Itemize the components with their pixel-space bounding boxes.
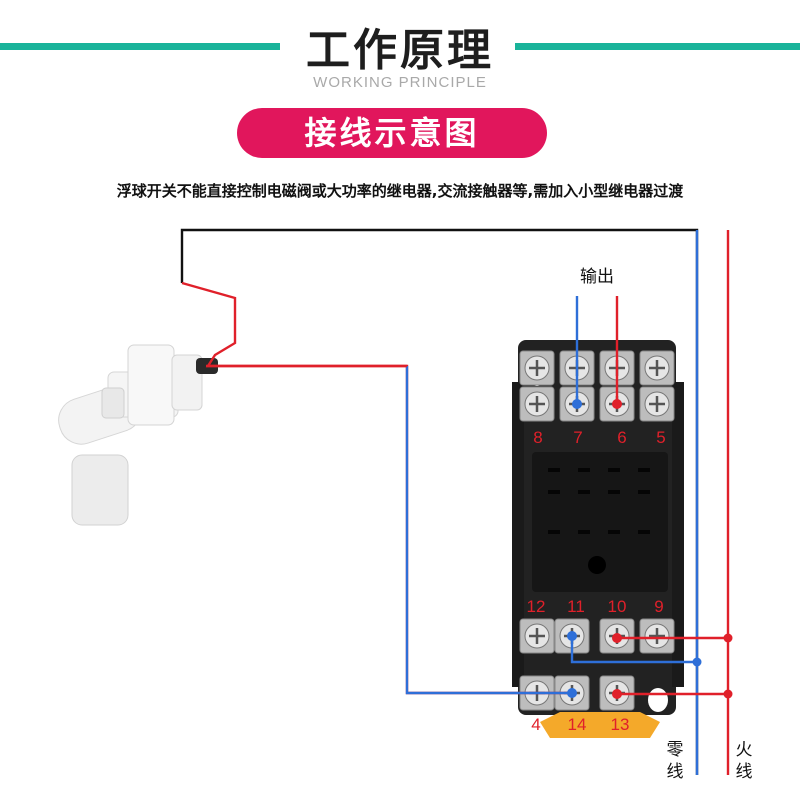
terminal-label-5: 5 bbox=[656, 428, 665, 447]
terminal-label-10: 10 bbox=[608, 597, 627, 616]
socket-pin bbox=[638, 468, 650, 472]
socket-pin bbox=[578, 530, 590, 534]
screw-top-lower-3 bbox=[639, 386, 675, 422]
socket-pin bbox=[608, 530, 620, 534]
socket-pin bbox=[548, 490, 560, 494]
neutral-label-1: 零 bbox=[667, 740, 684, 760]
socket-pin bbox=[548, 530, 560, 534]
junction-dots bbox=[567, 399, 733, 699]
screw-bottom-upper-0 bbox=[519, 618, 555, 654]
terminal-label-6: 6 bbox=[617, 428, 626, 447]
socket-pin bbox=[638, 490, 650, 494]
wires bbox=[180, 228, 730, 775]
float-switch-blue-wire bbox=[405, 366, 572, 695]
socket-pin bbox=[608, 468, 620, 472]
socket-pin-grid bbox=[548, 468, 650, 534]
terminal-label-14: 14 bbox=[568, 715, 587, 734]
live-label-2: 线 bbox=[736, 762, 753, 782]
wiring-diagram-badge: 接线示意图 bbox=[237, 108, 547, 158]
live-label-1: 火 bbox=[736, 740, 753, 760]
terminal-label-7: 7 bbox=[573, 428, 582, 447]
socket-pin bbox=[638, 530, 650, 534]
relay-clip bbox=[540, 712, 660, 738]
output-label: 输出 bbox=[580, 267, 614, 287]
terminal-label-13: 13 bbox=[611, 715, 630, 734]
screw-top-lower-0 bbox=[519, 386, 555, 422]
float-switch-icon bbox=[58, 344, 218, 526]
page-subtitle: WORKING PRINCIPLE bbox=[313, 74, 487, 91]
socket-pin bbox=[608, 490, 620, 494]
screw-bottom-upper-3 bbox=[639, 618, 675, 654]
neutral-label-2: 线 bbox=[667, 762, 684, 782]
screw-top-upper-3 bbox=[639, 350, 675, 386]
terminal-label-11: 11 bbox=[567, 597, 585, 616]
terminal-11-neutral-link bbox=[570, 636, 697, 664]
socket-pin bbox=[578, 490, 590, 494]
page-title: 工作原理 bbox=[306, 25, 494, 76]
terminal-label-8: 8 bbox=[533, 428, 542, 447]
terminal-label-12: 12 bbox=[527, 597, 546, 616]
description-text: 浮球开关不能直接控制电磁阀或大功率的继电器,交流接触器等,需加入小型继电器过渡 bbox=[116, 182, 684, 200]
terminal-label-4: 4 bbox=[531, 715, 540, 734]
socket-pin bbox=[548, 468, 560, 472]
terminal-label-9: 9 bbox=[654, 597, 663, 616]
socket-pin bbox=[578, 468, 590, 472]
header-line-right bbox=[515, 43, 800, 50]
header-line-left bbox=[0, 43, 280, 50]
screw-top-upper-0 bbox=[519, 350, 555, 386]
